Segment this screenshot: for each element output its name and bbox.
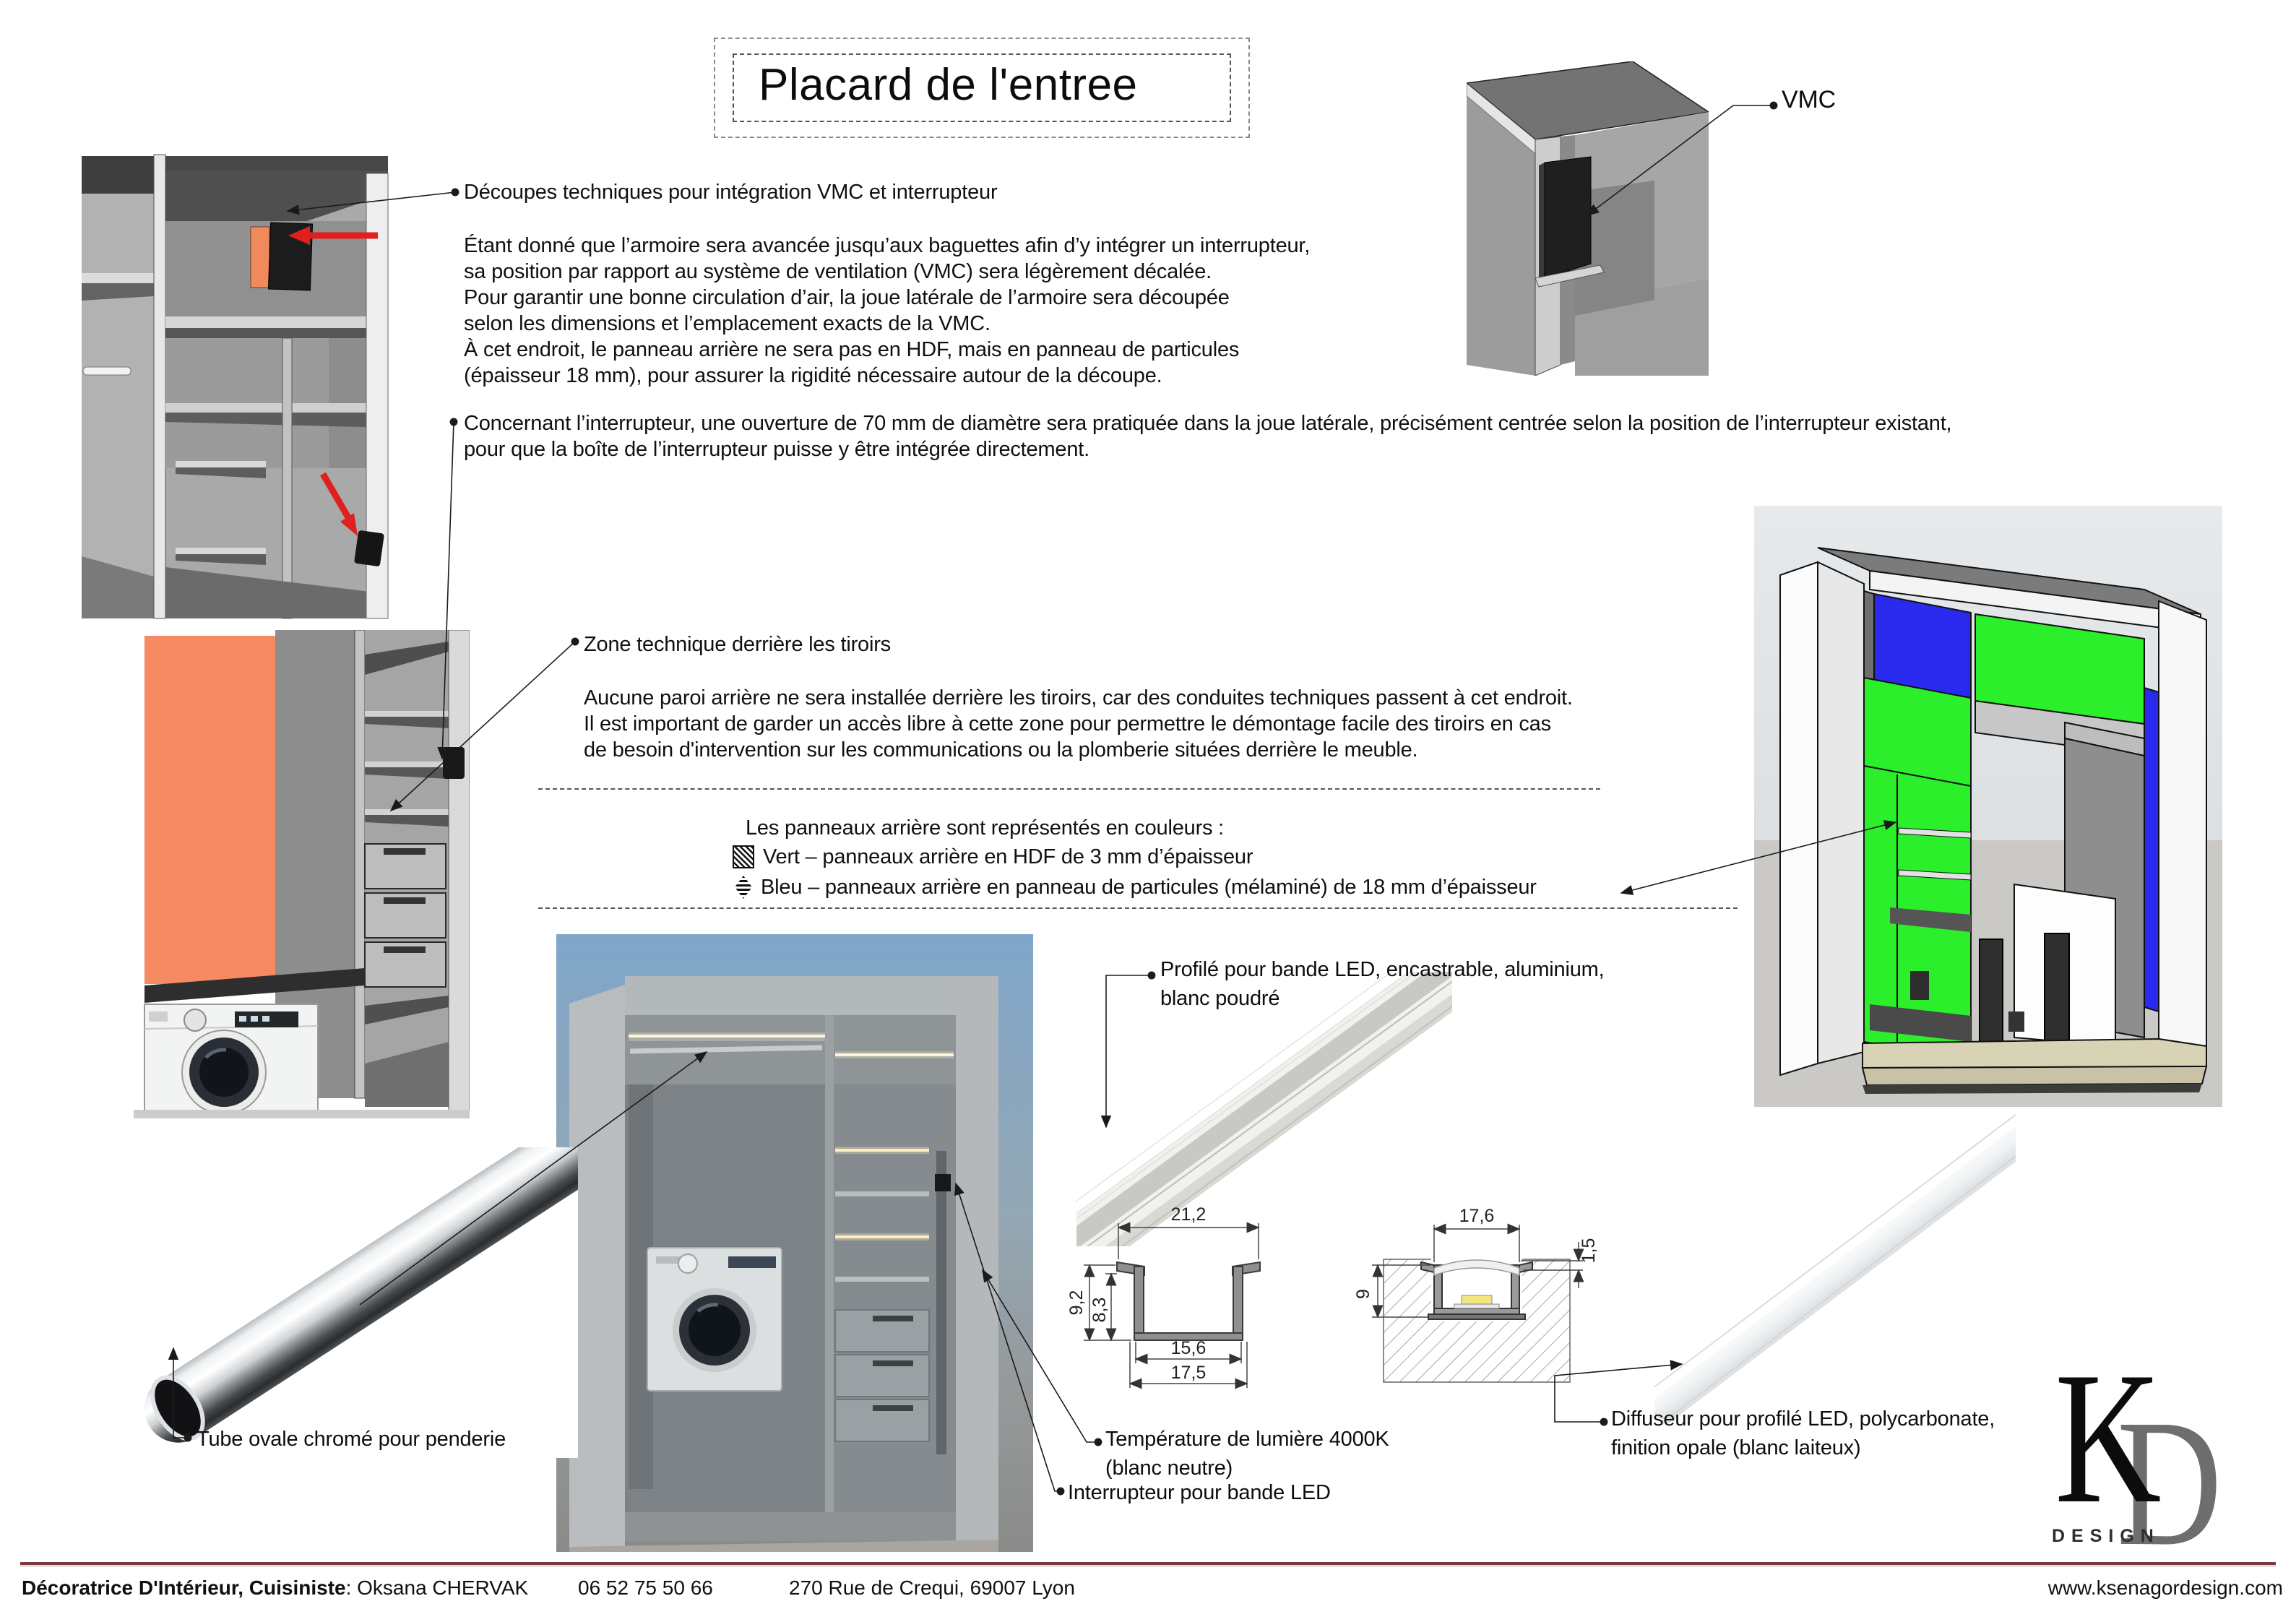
page-title: Placard de l'entree (759, 60, 1138, 110)
colored-panels-render (1754, 506, 2222, 1107)
diffuseur-label: Diffuseur pour profilé LED, polycarbonat… (1611, 1407, 1995, 1459)
led-strip-right (835, 1053, 954, 1056)
blue-panel-swatch-icon (735, 876, 752, 899)
dim-9-2: 9,2 (1066, 1290, 1087, 1316)
led-strip-left (629, 1035, 829, 1038)
vmc-label: VMC (1782, 86, 1836, 113)
closet-rod (629, 1045, 823, 1054)
profile-label: Profilé pour bande LED, encastrable, alu… (1160, 958, 1605, 1010)
photo-led-switch (935, 1174, 951, 1191)
legend-row-bleu: Bleu – panneaux arrière en panneau de pa… (735, 874, 1537, 900)
footer-divider (20, 1562, 2276, 1566)
footer-name: : Oksana CHERVAK (345, 1576, 529, 1599)
legend-row-vert: Vert – panneaux arrière en HDF de 3 mm d… (733, 844, 1253, 870)
dashed-separator-top (538, 788, 1600, 790)
drawer-stack (364, 843, 446, 988)
legend-vert-text: Vert – panneaux arrière en HDF de 3 mm d… (763, 845, 1253, 868)
zone-paragraph: Aucune paroi arrière ne sera installée d… (584, 686, 1573, 762)
red-arrow-switch (320, 472, 352, 521)
zone-heading: Zone technique derrière les tiroirs (584, 633, 891, 656)
dim-21-2: 21,2 (1171, 1204, 1207, 1225)
title-box: Placard de l'entree (714, 38, 1250, 138)
decoupes-heading: Découpes techniques pour intégration VMC… (464, 181, 998, 204)
footer-role-name: Décoratrice D'Intérieur, Cuisiniste: Oks… (22, 1576, 528, 1600)
orange-wall (144, 636, 275, 984)
dim-1-5: 1,5 (1579, 1238, 1599, 1264)
vmc-cutout-orange (250, 226, 270, 288)
hanging-rod (82, 366, 131, 376)
photo-pipe (936, 1151, 946, 1454)
dashed-separator-bottom (538, 907, 1738, 909)
temperature-label: Température de lumière 4000K (blanc neut… (1105, 1428, 1389, 1480)
kd-design-logo: D K DESIGN (2045, 1333, 2261, 1584)
photo-drawers (834, 1309, 930, 1442)
tube-label: Tube ovale chromé pour penderie (197, 1428, 506, 1451)
green-panel-swatch-icon (733, 845, 754, 868)
technical-zone-render (134, 630, 470, 1118)
vmc-unit (1544, 156, 1592, 279)
existing-switch (443, 747, 465, 779)
diffuser-photo (1654, 1113, 2016, 1423)
blue-panel-strip (2144, 686, 2159, 1013)
led-profile-photo (1076, 972, 1452, 1246)
chrome-tube-photo (144, 1147, 578, 1458)
logo-letter-k: K (2055, 1333, 2162, 1543)
dim-8-3: 8,3 (1089, 1298, 1110, 1323)
footer-phone: 06 52 75 50 66 (578, 1576, 713, 1599)
logo-caption: DESIGN (2052, 1526, 2160, 1546)
decoupes-paragraph-2: Concernant l’interrupteur, une ouverture… (464, 412, 1952, 461)
footer-address: 270 Rue de Crequi, 69007 Lyon (789, 1576, 1075, 1599)
footer-website: www.ksenagordesign.com (2047, 1576, 2283, 1599)
legend-bleu-text: Bleu – panneaux arrière en panneau de pa… (761, 876, 1537, 899)
legend-intro: Les panneaux arrière sont représentés en… (746, 816, 1225, 840)
dim-9: 9 (1353, 1289, 1373, 1299)
led-chip (1461, 1295, 1493, 1305)
recessed-profile-drawing: 17,6 1,5 9 (1353, 1206, 1599, 1383)
dim-15-6: 15,6 (1171, 1338, 1207, 1358)
switch-box (354, 530, 384, 566)
vmc-detail-render (1467, 61, 1709, 376)
dim-17-5: 17,5 (1171, 1363, 1207, 1383)
logo-letter-d: D (2117, 1381, 2222, 1584)
footer-role: Décoratrice D'Intérieur, Cuisiniste (22, 1576, 346, 1599)
profile-cross-section-drawing: 21,2 9,2 8,3 15,6 17,5 (1066, 1204, 1261, 1389)
closet-photo-render (556, 934, 1033, 1552)
dim-17-6: 17,6 (1459, 1206, 1495, 1226)
decoupes-paragraph-1: Étant donné que l’armoire sera avancée j… (464, 234, 1311, 387)
washing-machine (144, 1004, 319, 1118)
interrupteur-label: Interrupteur pour bande LED (1068, 1481, 1331, 1504)
wardrobe-cutouts-render (82, 154, 389, 619)
photo-washing-machine (647, 1247, 782, 1392)
